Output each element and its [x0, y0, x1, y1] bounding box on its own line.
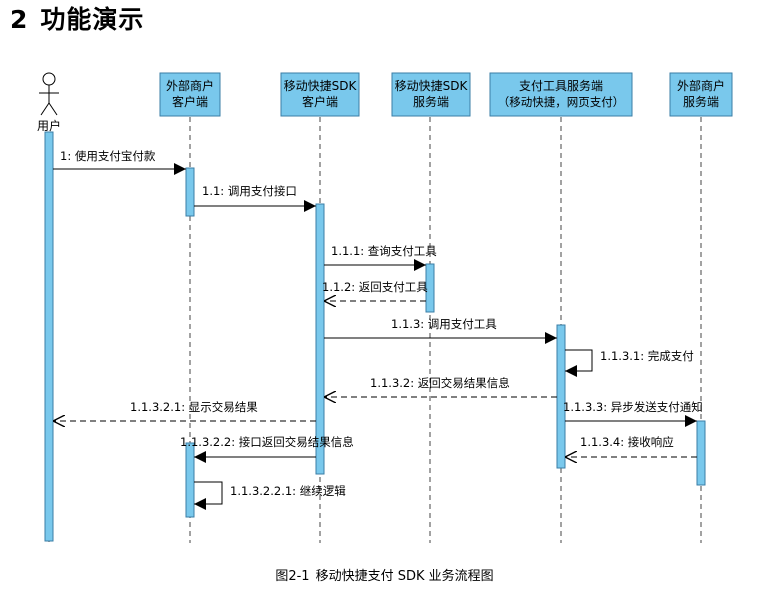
participant-sdk-server: 移动快捷SDK 服务端	[391, 72, 471, 117]
figure-caption: 图2-1 移动快捷支付 SDK 业务流程图	[0, 565, 769, 584]
message-label: 1.1.3.3: 异步发送支付通知	[563, 400, 703, 414]
participant-name-line1: 外部商户	[677, 78, 725, 93]
participant-name-line2: （移动快捷，网页支付）	[498, 95, 625, 109]
participant-merchant-client: 外部商户 客户端	[159, 72, 221, 117]
activation-pay-server	[556, 324, 566, 469]
participant-merchant-server: 外部商户 服务端	[669, 72, 733, 117]
message-label: 1.1.3.2.1: 显示交易结果	[130, 400, 258, 414]
activation-merchant-client-1	[185, 167, 195, 217]
message-label: 1.1.3.2: 返回交易结果信息	[370, 376, 510, 390]
activation-sdk-server	[425, 263, 435, 313]
message-label: 1.1.3.2.2.1: 继续逻辑	[230, 484, 346, 498]
figure-caption-text: 移动快捷支付 SDK 业务流程图	[315, 569, 494, 584]
message-label: 1: 使用支付宝付款	[60, 149, 156, 163]
participant-name-line1: 外部商户	[166, 78, 214, 93]
figure-number: 图2-1	[275, 569, 310, 584]
message-label: 1.1.3.2.2: 接口返回交易结果信息	[180, 435, 354, 449]
section-title: 功能演示	[40, 5, 145, 34]
participant-name-line2: 服务端	[683, 94, 719, 109]
participant-name-line2: 服务端	[413, 94, 449, 109]
lifelines	[48, 117, 702, 543]
participant-sdk-client: 移动快捷SDK 客户端	[280, 72, 360, 117]
message-arrow-1-1-3-1	[565, 349, 593, 377]
message-label: 1.1.3: 调用支付工具	[391, 317, 497, 331]
activation-merchant-client-2	[185, 442, 195, 518]
activation-merchant-server	[696, 420, 706, 486]
actor-user: 用户	[37, 72, 61, 133]
activation-sdk-client	[315, 203, 325, 475]
participant-pay-server: 支付工具服务端 （移动快捷，网页支付）	[489, 72, 633, 117]
actor-label: 用户	[37, 118, 61, 133]
message-arrows	[53, 163, 697, 510]
message-arrow-1-1-3-2-2-1	[194, 481, 223, 510]
stick-figure-icon	[39, 72, 59, 116]
participant-name-line1: 支付工具服务端	[519, 78, 603, 93]
activation-user	[44, 131, 54, 542]
message-label: 1.1.3.1: 完成支付	[600, 349, 694, 363]
participant-name-line1: 移动快捷SDK	[395, 79, 469, 93]
activation-bars	[44, 131, 706, 542]
participant-name-line2: 客户端	[172, 94, 208, 109]
message-label: 1.1: 调用支付接口	[202, 184, 297, 198]
message-label: 1.1.3.4: 接收响应	[580, 435, 674, 449]
section-heading: 2 功能演示	[10, 0, 144, 36]
participant-name-line2: 客户端	[302, 94, 338, 109]
section-number: 2	[10, 5, 29, 34]
message-label: 1.1.2: 返回支付工具	[322, 280, 428, 294]
participant-name-line1: 移动快捷SDK	[284, 79, 358, 93]
message-label: 1.1.1: 查询支付工具	[331, 244, 437, 258]
